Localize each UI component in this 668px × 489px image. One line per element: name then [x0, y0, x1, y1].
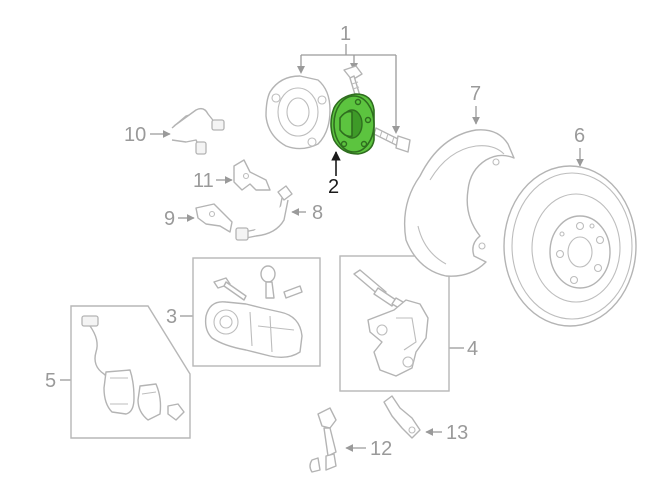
- callout-8-label: 8: [312, 202, 323, 224]
- callout-10-label: 10: [124, 124, 146, 146]
- carrier-box[interactable]: [339, 255, 450, 392]
- callout-2-group[interactable]: 2: [328, 151, 341, 198]
- splash-shield[interactable]: [403, 129, 515, 277]
- callout-5-group[interactable]: 5: [45, 370, 71, 392]
- brake-rotor[interactable]: [503, 165, 637, 327]
- callout-3-label: 3: [166, 306, 177, 328]
- callout-12-label: 12: [370, 438, 392, 460]
- callout-2-label: 2: [328, 176, 339, 198]
- callout-6-group[interactable]: 6: [574, 125, 585, 167]
- hub-bolt-long[interactable]: [373, 127, 411, 153]
- callout-13-group[interactable]: 13: [425, 422, 468, 444]
- callout-7-group[interactable]: 7: [470, 83, 481, 125]
- callout-9-group[interactable]: 9: [164, 208, 195, 230]
- callout-4-group[interactable]: 4: [449, 338, 478, 360]
- mounting-bracket-13[interactable]: [383, 395, 421, 439]
- hub-bolt-top[interactable]: [343, 65, 363, 99]
- callout-6-label: 6: [574, 125, 585, 147]
- callout-10-group[interactable]: 10: [124, 124, 171, 146]
- callout-8-group[interactable]: 8: [291, 202, 323, 224]
- wheel-speed-sensor[interactable]: [309, 407, 337, 473]
- callout-5-label: 5: [45, 370, 56, 392]
- callout-9-label: 9: [164, 208, 175, 230]
- brake-pads-box[interactable]: [70, 305, 191, 439]
- callout-3-group[interactable]: 3: [166, 306, 193, 328]
- callout-11-label: 11: [193, 170, 214, 192]
- caliper-box[interactable]: [192, 257, 321, 367]
- wheel-hub-highlighted[interactable]: [330, 93, 375, 155]
- callout-13-label: 13: [446, 422, 468, 444]
- callout-1-label: 1: [340, 23, 351, 45]
- wheel-bearing-housing[interactable]: [265, 75, 331, 150]
- callout-11-group[interactable]: 11: [193, 170, 233, 192]
- callout-1-arrow-c: [392, 126, 400, 134]
- mounting-bracket-11[interactable]: [233, 159, 271, 191]
- mounting-bracket-9[interactable]: [195, 203, 233, 233]
- callout-1-leader: [300, 44, 397, 130]
- callout-1-arrow-a: [297, 66, 305, 74]
- callout-4-label: 4: [467, 338, 478, 360]
- brake-hose[interactable]: [235, 185, 293, 241]
- abs-sensor-wire[interactable]: [171, 107, 225, 155]
- callout-12-group[interactable]: 12: [345, 438, 392, 460]
- callout-7-label: 7: [470, 83, 481, 105]
